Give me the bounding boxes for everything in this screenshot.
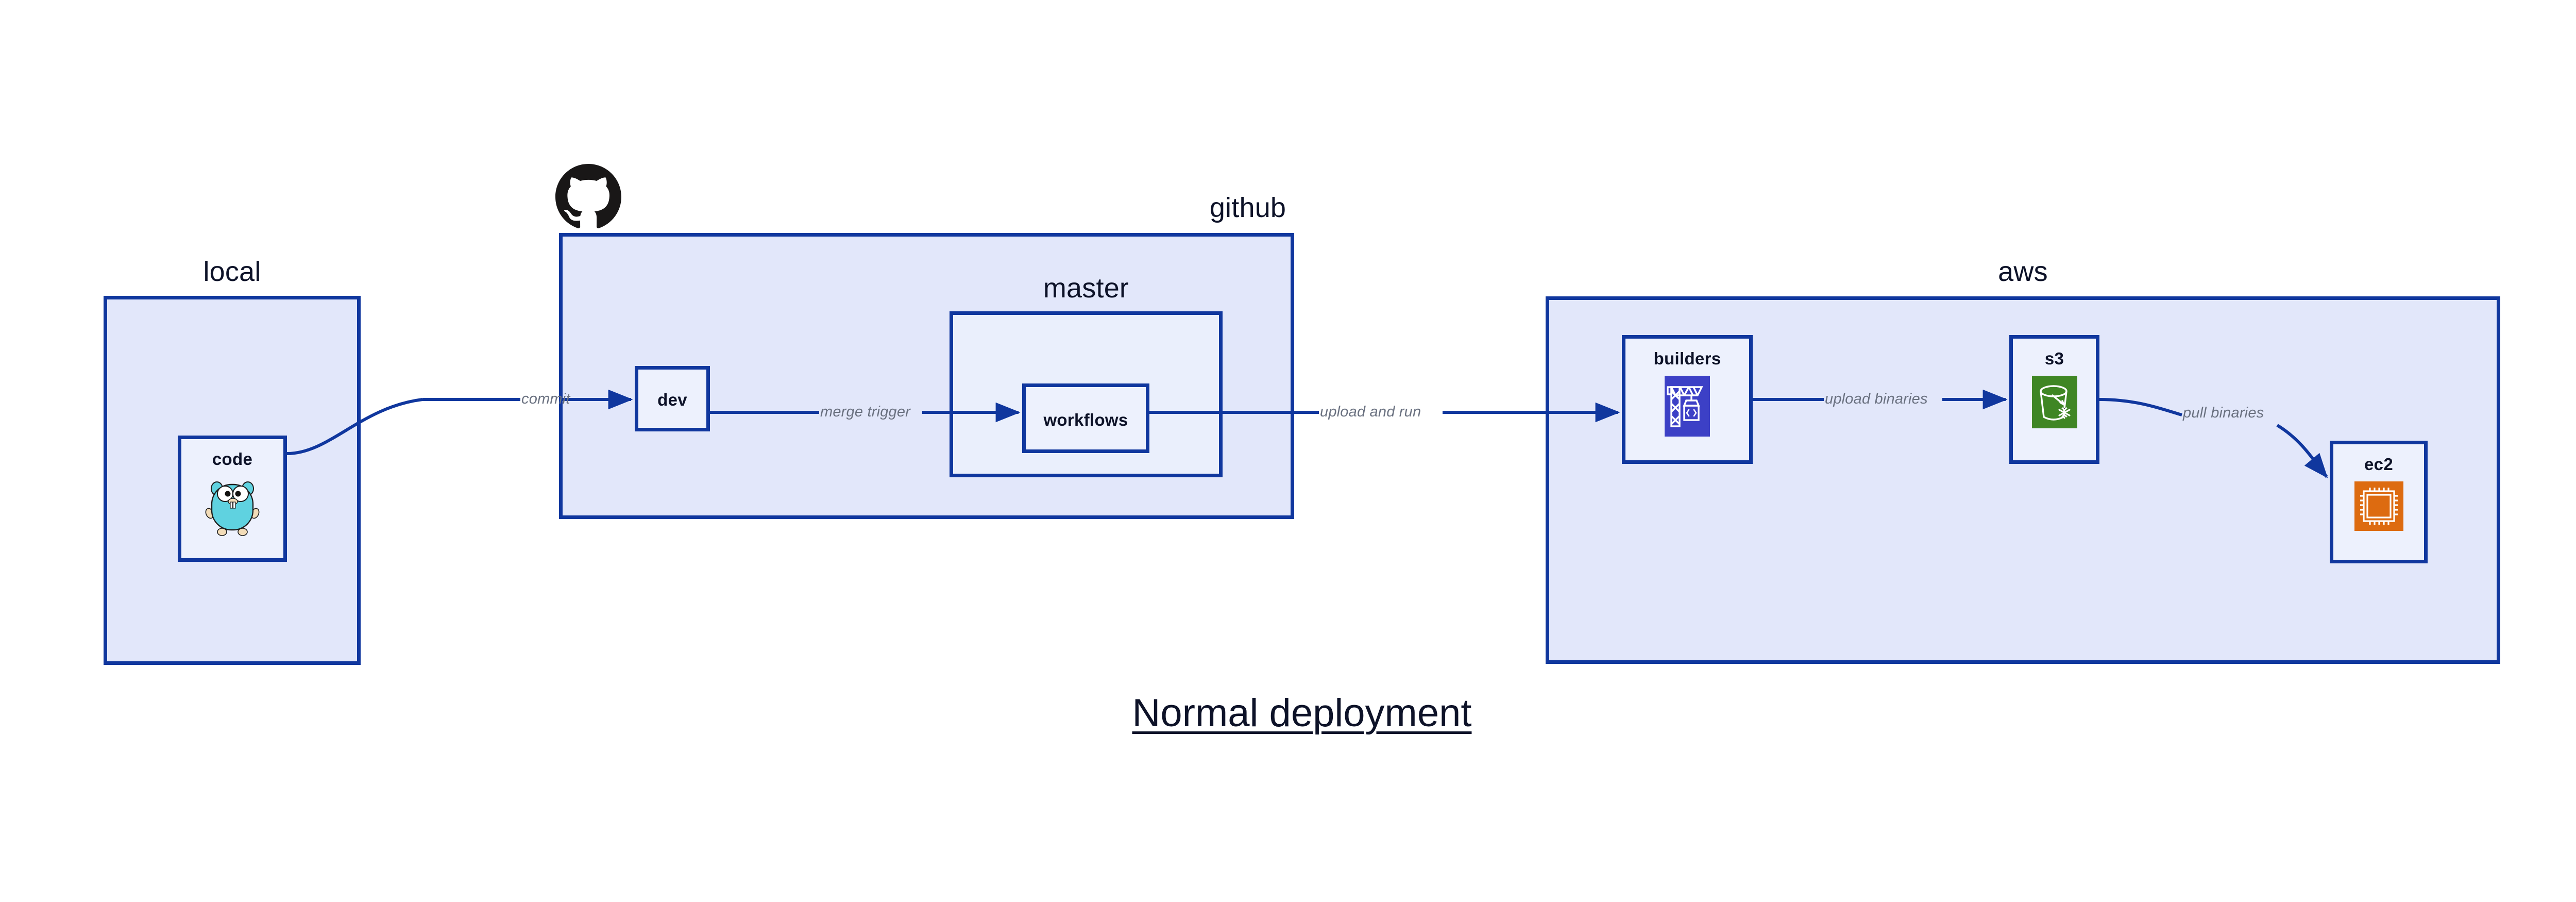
edge-label-pull-binaries: pull binaries bbox=[2183, 405, 2264, 421]
cluster-label-aws: aws bbox=[1998, 256, 2048, 287]
node-dev[interactable]: dev bbox=[635, 366, 710, 431]
edge-label-upload-binaries: upload binaries bbox=[1825, 391, 1928, 407]
node-s3[interactable]: s3 bbox=[2009, 335, 2099, 464]
edge-label-commit: commit bbox=[521, 391, 570, 407]
node-label-ec2: ec2 bbox=[2364, 455, 2393, 474]
edge-label-upload-and-run: upload and run bbox=[1320, 404, 1421, 420]
node-builders[interactable]: builders bbox=[1622, 335, 1753, 464]
cluster-label-master: master bbox=[1043, 273, 1129, 304]
node-label-builders: builders bbox=[1653, 349, 1721, 368]
github-octocat-logo bbox=[555, 164, 621, 230]
node-label-s3: s3 bbox=[2044, 349, 2064, 368]
aws-s3-bucket-icon bbox=[2031, 376, 2077, 428]
node-ec2[interactable]: ec2 bbox=[2330, 441, 2428, 563]
aws-codebuild-icon bbox=[1665, 376, 1710, 437]
node-label-code: code bbox=[212, 449, 253, 469]
node-label-dev: dev bbox=[657, 390, 687, 409]
node-label-workflows: workflows bbox=[1043, 410, 1128, 429]
edge-label-merge-trigger: merge trigger bbox=[820, 404, 911, 420]
node-workflows[interactable]: workflows bbox=[1022, 383, 1149, 453]
cluster-label-local: local bbox=[203, 256, 261, 287]
diagram-title: Normal deployment bbox=[1132, 691, 1472, 735]
cluster-label-github: github bbox=[1209, 192, 1286, 223]
node-code[interactable]: code bbox=[178, 436, 287, 562]
go-gopher-icon bbox=[205, 476, 260, 537]
aws-ec2-chip-icon bbox=[2354, 481, 2403, 531]
